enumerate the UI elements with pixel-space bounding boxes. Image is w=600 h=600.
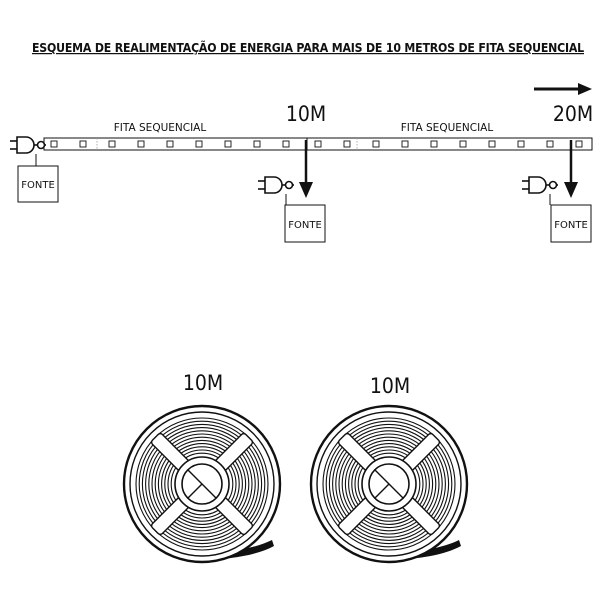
led-chip — [343, 140, 351, 148]
power-supply-label: FONTE — [288, 220, 322, 231]
reel-label-2: 10M — [370, 374, 410, 398]
led-chip — [314, 140, 322, 148]
led-chip — [253, 140, 261, 148]
power-supply-3: FONTE — [550, 204, 592, 243]
led-chip — [108, 140, 116, 148]
led-chip — [546, 140, 554, 148]
led-chip — [459, 140, 467, 148]
led-chip — [79, 140, 87, 148]
led-strip — [43, 137, 593, 151]
plug-icon — [10, 136, 46, 154]
led-chip — [430, 140, 438, 148]
led-chip — [166, 140, 174, 148]
marker-10m: 10M — [286, 102, 326, 126]
led-reel-icon — [122, 404, 282, 564]
plug-icon — [258, 176, 294, 194]
reel-label-1: 10M — [183, 371, 223, 395]
led-chip — [488, 140, 496, 148]
led-chip — [401, 140, 409, 148]
strip-segment-label-1: FITA SEQUENCIAL — [114, 122, 207, 134]
plug-icon — [522, 176, 558, 194]
led-chip — [50, 140, 58, 148]
arrow-down-icon — [564, 140, 578, 198]
arrow-right-icon — [534, 83, 592, 95]
led-chip — [137, 140, 145, 148]
led-chip — [195, 140, 203, 148]
power-supply-2: FONTE — [284, 204, 326, 243]
power-supply-label: FONTE — [554, 220, 588, 231]
led-chip — [517, 140, 525, 148]
led-chip — [372, 140, 380, 148]
led-chip — [224, 140, 232, 148]
led-chip — [575, 140, 583, 148]
strip-segment-label-2: FITA SEQUENCIAL — [401, 122, 494, 134]
led-reel-icon — [309, 404, 469, 564]
marker-20m: 20M — [553, 102, 593, 126]
diagram-title: ESQUEMA DE REALIMENTAÇÃO DE ENERGIA PARA… — [32, 40, 584, 55]
power-supply-label: FONTE — [21, 180, 55, 191]
led-chip — [282, 140, 290, 148]
power-supply-1: FONTE — [17, 165, 59, 203]
arrow-down-icon — [299, 140, 313, 198]
